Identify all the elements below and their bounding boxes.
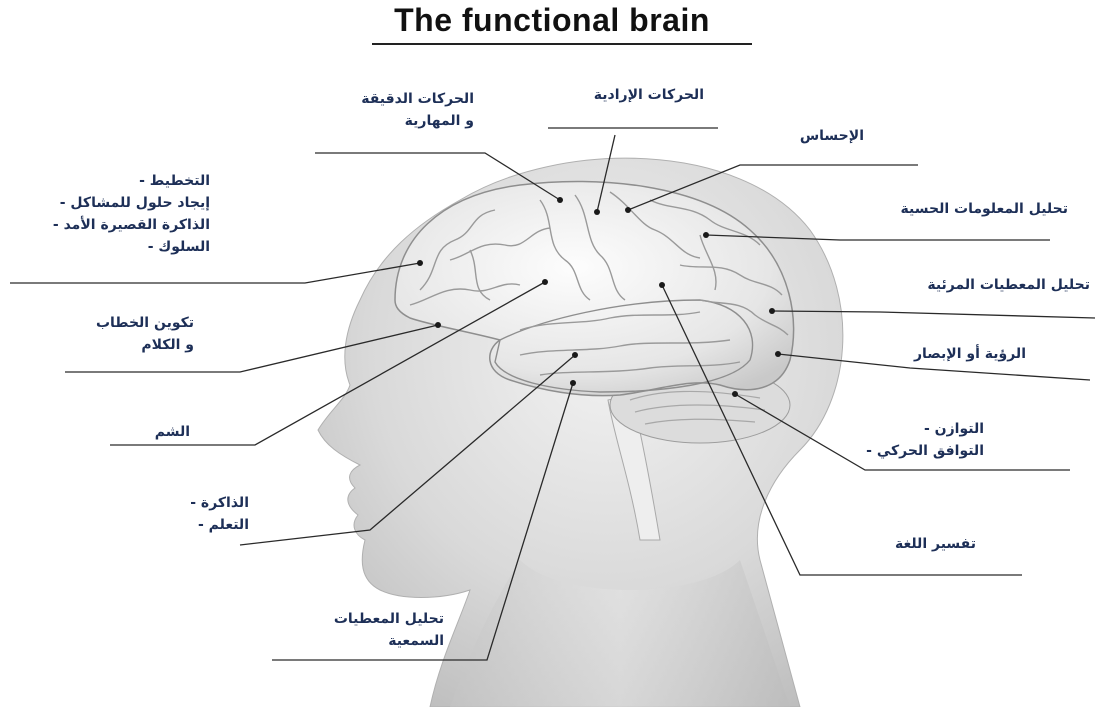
label-balance: التوازن - التوافق الحركي - — [866, 418, 984, 462]
label-speech-line1: تكوين الخطاب — [96, 312, 194, 334]
label-planning: التخطيط - إيجاد حلول للمشاكل - الذاكرة ا… — [53, 170, 210, 258]
label-vision: الرؤية أو الإبصار — [914, 343, 1026, 365]
label-fine-motor: الحركات الدقيقة و المهارية — [361, 88, 474, 132]
label-smell: الشم — [155, 421, 190, 443]
label-language-interpretation: تفسير اللغة — [895, 533, 976, 555]
label-speech-line2: و الكلام — [96, 334, 194, 356]
label-planning-line4: السلوك - — [53, 236, 210, 258]
label-balance-line1: التوازن - — [866, 418, 984, 440]
label-auditory-line2: السمعية — [334, 630, 444, 652]
label-planning-line3: الذاكرة القصيرة الأمد - — [53, 214, 210, 236]
label-visual-analysis: تحليل المعطيات المرئية — [927, 274, 1090, 296]
label-planning-line1: التخطيط - — [53, 170, 210, 192]
label-memory-learning: الذاكرة - التعلم - — [190, 492, 249, 536]
label-balance-line2: التوافق الحركي - — [866, 440, 984, 462]
label-speech: تكوين الخطاب و الكلام — [96, 312, 194, 356]
label-sensation: الإحساس — [800, 125, 864, 147]
label-fine-motor-line2: و المهارية — [361, 110, 474, 132]
label-sensory-analysis: تحليل المعلومات الحسية — [901, 198, 1068, 220]
label-auditory-analysis: تحليل المعطيات السمعية — [334, 608, 444, 652]
label-memory-line2: التعلم - — [190, 514, 249, 536]
label-auditory-line1: تحليل المعطيات — [334, 608, 444, 630]
label-voluntary-motor: الحركات الإرادية — [594, 84, 704, 106]
label-planning-line2: إيجاد حلول للمشاكل - — [53, 192, 210, 214]
label-memory-line1: الذاكرة - — [190, 492, 249, 514]
label-fine-motor-line1: الحركات الدقيقة — [361, 88, 474, 110]
